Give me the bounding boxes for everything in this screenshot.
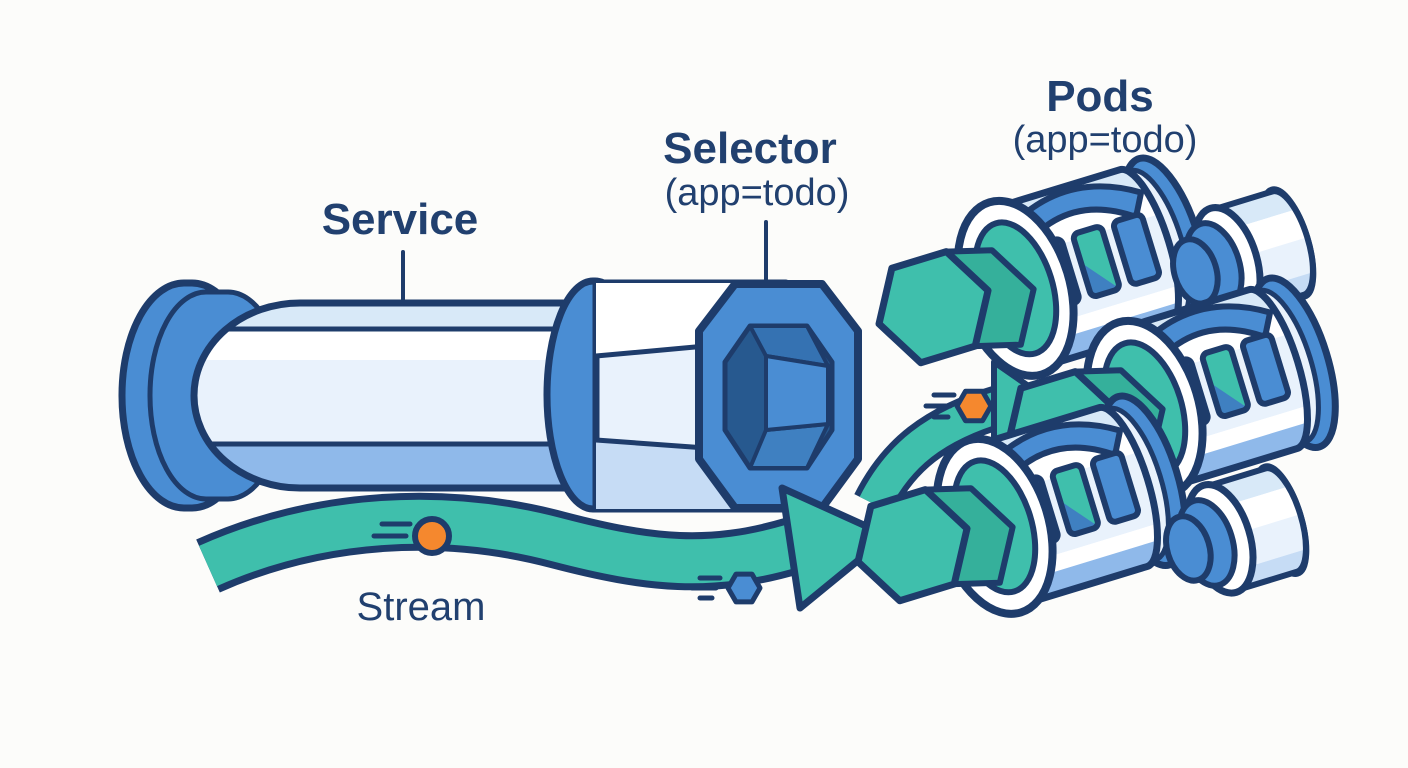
service-label: Service (321, 195, 479, 244)
selector-front (695, 280, 862, 512)
stream-particle-orange-circle (412, 516, 452, 556)
selector-sublabel: (app=todo) (664, 172, 850, 214)
flow-particle-orange-hexagon (954, 388, 994, 424)
stream-arrow (196, 484, 892, 612)
stream-particle-blue-hexagon (725, 571, 763, 605)
speed-lines (923, 392, 957, 420)
selector-label: Selector (663, 124, 837, 173)
selector-socket (543, 277, 862, 513)
flow-arrow (854, 359, 1053, 515)
pods-group (833, 147, 1352, 654)
speed-lines (689, 575, 723, 601)
speed-lines (371, 521, 413, 551)
pods-label: Pods (1046, 72, 1154, 121)
pods-sublabel: (app=todo) (1012, 119, 1198, 161)
stream-arrowhead (778, 484, 892, 612)
stream-label: Stream (356, 585, 486, 629)
